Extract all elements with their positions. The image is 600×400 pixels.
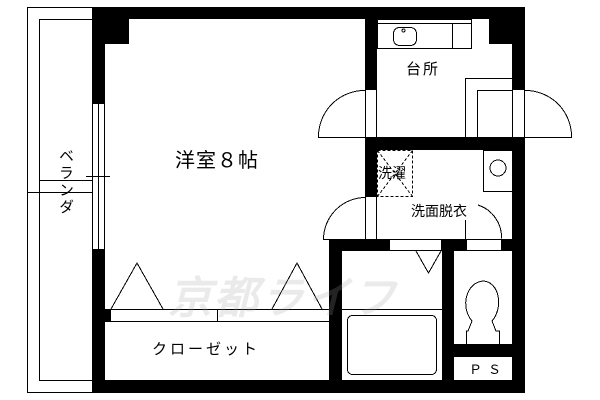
- bathroom: [342, 250, 442, 375]
- walls: [92, 7, 525, 393]
- room-label-kitchen: 台所: [406, 60, 441, 78]
- room-label-laundry: 洗濯: [378, 166, 406, 182]
- room-label-closet: クローゼット: [152, 340, 261, 358]
- room-label-washroom: 洗面脱衣: [411, 204, 467, 220]
- faucet-icon: [401, 28, 406, 33]
- washing-machine-space: [377, 150, 413, 197]
- room-label-main: 洋室８帖: [175, 148, 259, 172]
- door-swing-kitchen-right[interactable]: [524, 89, 573, 138]
- closet-doors[interactable]: [105, 261, 329, 322]
- bath-door-triangle: [415, 250, 442, 275]
- toilet-door[interactable]: [465, 204, 503, 251]
- room-label-veranda: ベランダ: [57, 148, 75, 216]
- fridge-space: [465, 78, 513, 137]
- washbasin-icon: [483, 150, 513, 192]
- washroom-fixtures: [377, 150, 513, 197]
- washroom-door[interactable]: [322, 197, 377, 240]
- kitchen-sink-icon: [393, 27, 417, 46]
- kitchen-doors: [317, 89, 573, 138]
- kitchen-counter: [377, 19, 472, 49]
- left-window: [86, 103, 110, 250]
- bath-door[interactable]: [389, 239, 442, 251]
- room-label-pipe-space: ＰＳ: [469, 363, 508, 378]
- bathtub-icon: [347, 315, 437, 375]
- door-swing-kitchen-left[interactable]: [317, 89, 366, 138]
- toilet-icon: [465, 280, 500, 344]
- watermark: 京都ライフ: [168, 273, 398, 324]
